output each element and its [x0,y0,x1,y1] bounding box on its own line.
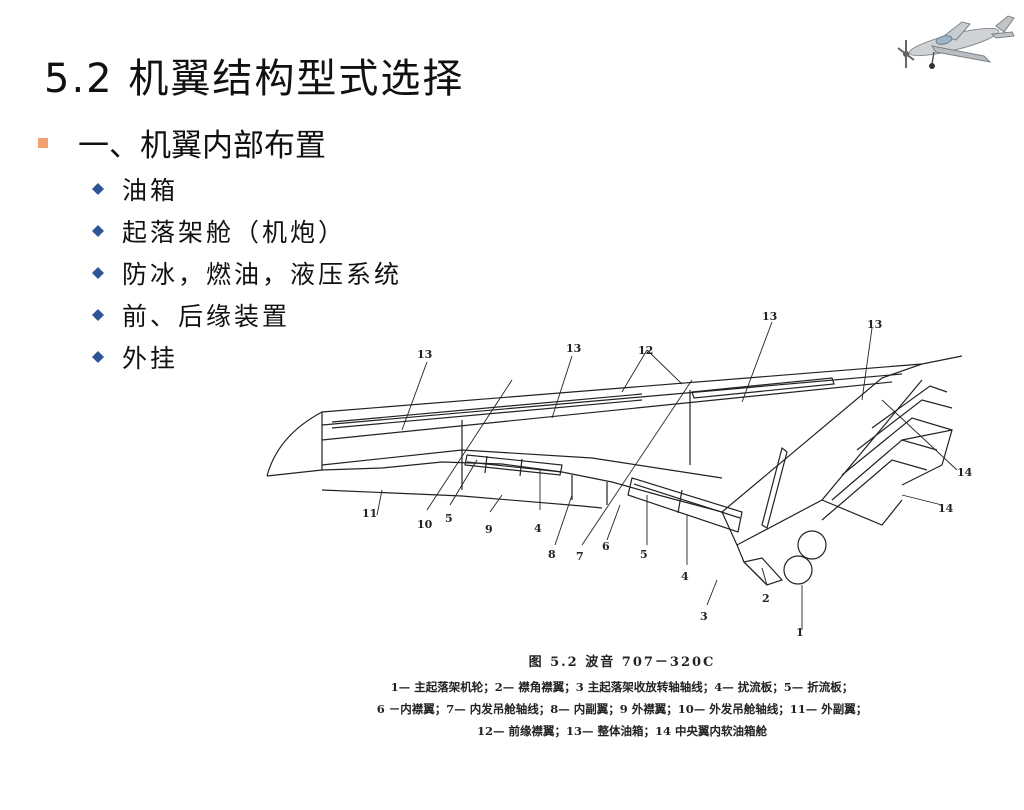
callout-9: 9 [485,523,493,536]
callout-5b: 5 [640,548,648,561]
figure-caption-line: 1— 主起落架机轮；2— 襟角襟翼；3 主起落架收放转轴轴线；4— 扰流板；5—… [390,680,854,694]
callout-12: 12 [638,344,653,357]
callout-2: 2 [762,592,770,605]
wing-outline [266,355,963,586]
callout-4a: 4 [534,522,542,535]
callout-13b: 13 [566,342,581,355]
list-item-text: 油箱 [122,176,179,205]
callout-14a: 14 [957,466,973,479]
wing-layout-diagram: 13 13 12 13 13 11 10 5 9 4 8 7 6 5 4 2 3… [262,300,982,750]
bullet-list: 油箱 起落架舱（机炮） 防冰，燃油，液压系统 前、后缘装置 外挂 [92,168,402,378]
list-item: 油箱 [92,168,402,210]
callout-1: 1 [796,626,804,639]
list-item: 外挂 [92,336,402,378]
callout-6: 6 [602,540,610,553]
callout-5a: 5 [445,512,453,525]
callout-10: 10 [417,518,433,531]
callout-7: 7 [576,550,584,563]
diamond-bullet-icon [92,351,104,363]
callout-4b: 4 [681,570,689,583]
leader-lines [376,321,958,630]
list-item: 前、后缘装置 [92,294,402,336]
callout-11: 11 [362,507,377,520]
callout-labels: 13 13 12 13 13 11 10 5 9 4 8 7 6 5 4 2 3… [362,310,973,639]
diamond-bullet-icon [92,309,104,321]
square-bullet-icon [38,137,48,148]
callout-8: 8 [548,548,556,561]
callout-13d: 13 [867,318,882,331]
airplane-logo-icon [897,15,1015,69]
figure-caption-line: 12— 前缘襟翼；13— 整体油箱；14 中央翼内软油箱舱 [476,724,768,738]
diamond-bullet-icon [92,267,104,279]
callout-3: 3 [700,610,708,623]
list-item-text: 起落架舱（机炮） [122,218,347,247]
figure-caption-title: 图 5.2 波音 707－320C [528,655,716,670]
section-heading: 一、机翼内部布置 [38,120,326,165]
diamond-bullet-icon [92,183,104,195]
list-item: 防冰，燃油，液压系统 [92,252,402,294]
callout-13a: 13 [417,348,432,361]
list-item: 起落架舱（机炮） [92,210,402,252]
list-item-text: 外挂 [122,344,179,373]
callout-13c: 13 [762,310,777,323]
list-item-text: 前、后缘装置 [122,302,291,331]
figure-caption-line: 6 －内襟翼；7— 内发吊舱轴线；8— 内副翼；9 外襟翼；10— 外发吊舱轴线… [376,702,868,716]
list-item-text: 防冰，燃油，液压系统 [122,260,403,289]
wing-drawing: 13 13 12 13 13 11 10 5 9 4 8 7 6 5 4 2 3… [266,310,973,639]
slide-title: 5.2 机翼结构型式选择 [44,56,465,102]
callout-14b: 14 [938,502,954,515]
section-heading-text: 一、机翼内部布置 [78,128,326,164]
diamond-bullet-icon [92,225,104,237]
